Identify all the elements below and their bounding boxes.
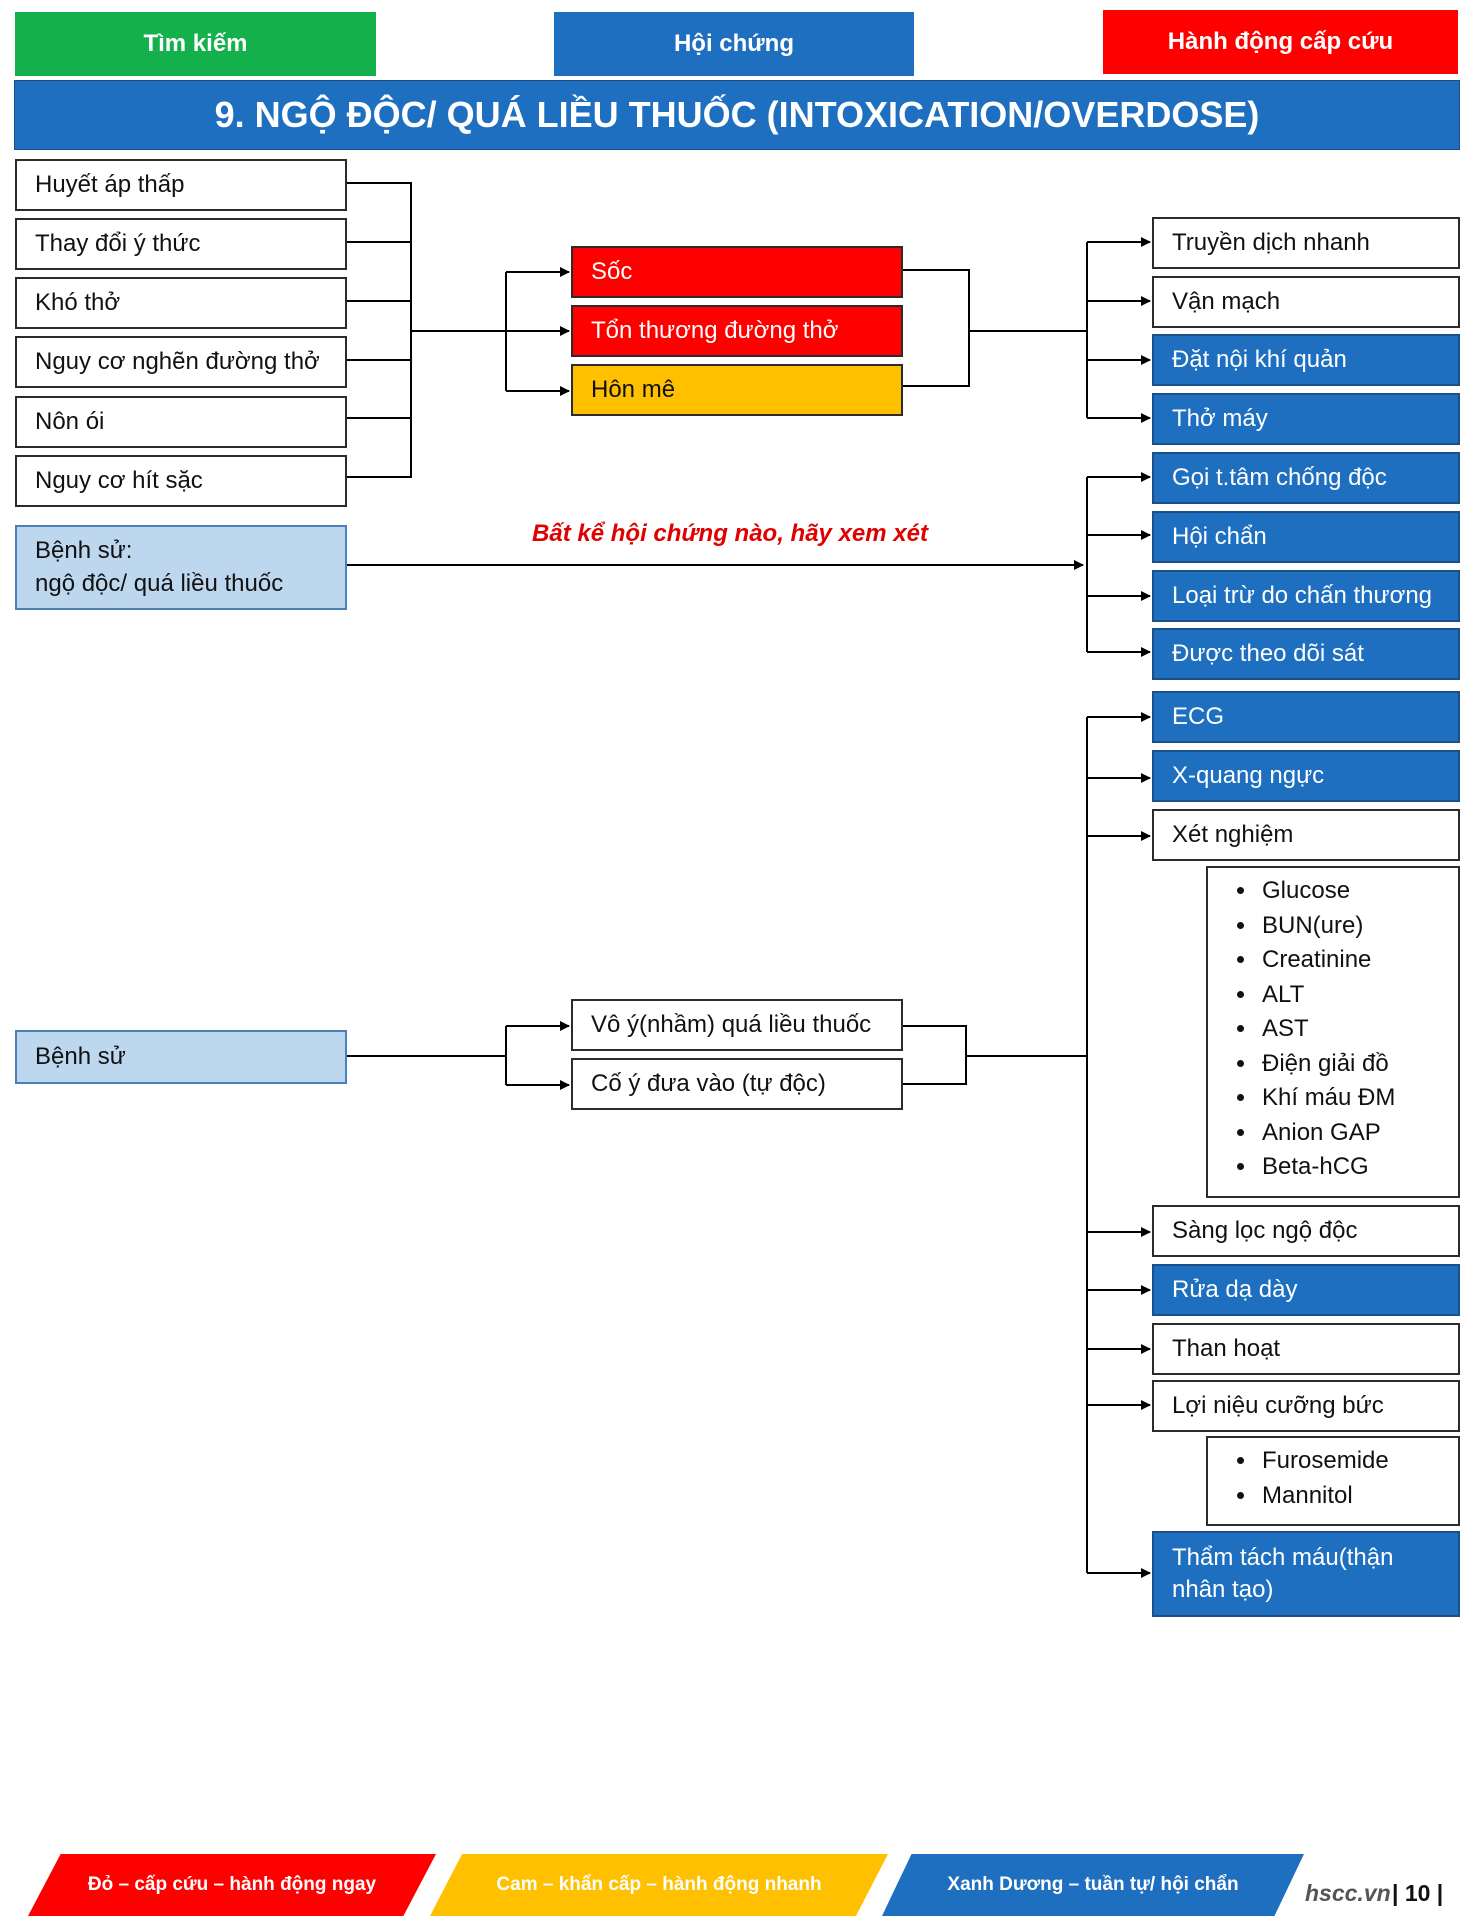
diuretic-list: Furosemide Mannitol xyxy=(1206,1436,1460,1526)
list-item: Beta-hCG xyxy=(1258,1150,1458,1185)
history-box: Bệnh sử xyxy=(15,1030,347,1084)
symptom-aspiration-risk: Nguy cơ hít sặc xyxy=(15,455,347,507)
action-lab-tests: Xét nghiệm xyxy=(1152,809,1460,861)
symptom-consciousness-change: Thay đổi ý thức xyxy=(15,218,347,270)
legend-red: Đỏ – cấp cứu – hành động ngay xyxy=(28,1854,436,1916)
nav-search-button[interactable]: Tìm kiếm xyxy=(15,12,376,76)
symptom-airway-obstruction-risk: Nguy cơ nghẽn đường thở xyxy=(15,336,347,388)
legend-blue: Xanh Dương – tuần tự/ hội chẩn xyxy=(882,1854,1304,1916)
condition-coma: Hôn mê xyxy=(571,364,903,416)
action-rule-out-trauma: Loại trừ do chấn thương xyxy=(1152,570,1460,622)
list-item: BUN(ure) xyxy=(1258,909,1458,944)
nav-emergency-button[interactable]: Hành động cấp cứu xyxy=(1103,10,1458,74)
list-item: Creatinine xyxy=(1258,943,1458,978)
action-ventilation: Thở máy xyxy=(1152,393,1460,445)
action-rapid-fluids: Truyền dịch nhanh xyxy=(1152,217,1460,269)
page-title: 9. NGỘ ĐỘC/ QUÁ LIỀU THUỐC (INTOXICATION… xyxy=(14,80,1460,150)
action-consult: Hội chẩn xyxy=(1152,511,1460,563)
action-chest-xray: X-quang ngực xyxy=(1152,750,1460,802)
list-item: Glucose xyxy=(1258,874,1458,909)
cause-accidental-overdose: Vô ý(nhầm) quá liều thuốc xyxy=(571,999,903,1051)
list-item: Khí máu ĐM xyxy=(1258,1081,1458,1116)
action-call-poison-center: Gọi t.tâm chống độc xyxy=(1152,452,1460,504)
action-activated-charcoal: Than hoạt xyxy=(1152,1323,1460,1375)
page-number: | 10 | xyxy=(1392,1880,1444,1906)
action-dialysis: Thẩm tách máu(thận nhân tạo) xyxy=(1152,1531,1460,1617)
action-intubation: Đặt nội khí quản xyxy=(1152,334,1460,386)
condition-airway-injury: Tổn thương đường thở xyxy=(571,305,903,357)
condition-shock: Sốc xyxy=(571,246,903,298)
list-item: Anion GAP xyxy=(1258,1116,1458,1151)
legend-orange: Cam – khẩn cấp – hành động nhanh xyxy=(430,1854,888,1916)
list-item: ALT xyxy=(1258,978,1458,1013)
action-vasopressors: Vận mạch xyxy=(1152,276,1460,328)
list-item: AST xyxy=(1258,1012,1458,1047)
symptom-vomiting: Nôn ói xyxy=(15,396,347,448)
footer-site[interactable]: hscc.vn xyxy=(1305,1880,1391,1906)
symptom-dyspnea: Khó thở xyxy=(15,277,347,329)
action-ecg: ECG xyxy=(1152,691,1460,743)
action-toxicology-screen: Sàng lọc ngộ độc xyxy=(1152,1205,1460,1257)
action-forced-diuresis: Lợi niệu cưỡng bức xyxy=(1152,1380,1460,1432)
action-close-monitoring: Được theo dõi sát xyxy=(1152,628,1460,680)
nav-syndrome-button[interactable]: Hội chứng xyxy=(554,12,914,76)
action-gastric-lavage: Rửa dạ dày xyxy=(1152,1264,1460,1316)
list-item: Mannitol xyxy=(1258,1479,1458,1514)
lab-test-list: Glucose BUN(ure) Creatinine ALT AST Điện… xyxy=(1206,866,1460,1198)
consider-note: Bất kể hội chứng nào, hãy xem xét xyxy=(532,520,928,547)
history-poisoning-box: Bệnh sử: ngộ độc/ quá liều thuốc xyxy=(15,525,347,610)
list-item: Furosemide xyxy=(1258,1444,1458,1479)
symptom-low-bp: Huyết áp thấp xyxy=(15,159,347,211)
cause-intentional-ingestion: Cố ý đưa vào (tự độc) xyxy=(571,1058,903,1110)
list-item: Điện giải đồ xyxy=(1258,1047,1458,1082)
